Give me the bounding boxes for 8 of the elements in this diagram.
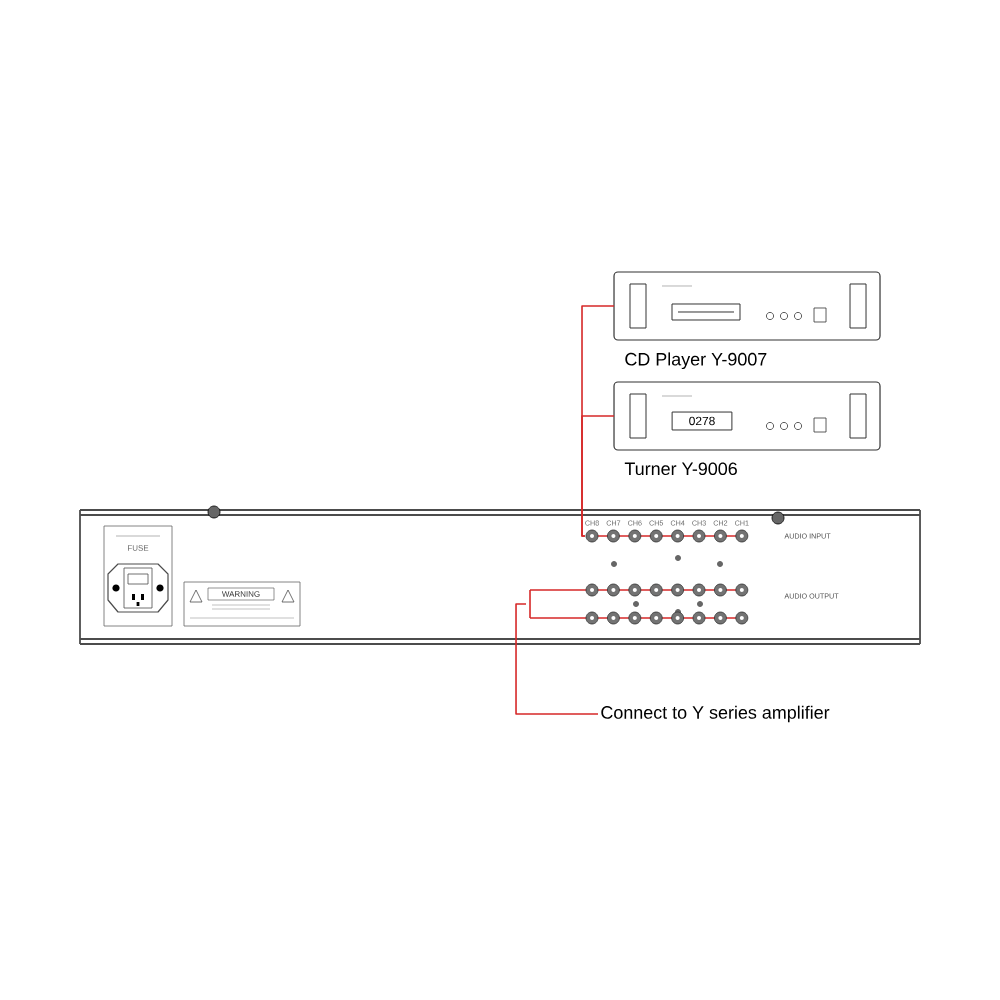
node-label: CD Player Y-9007 xyxy=(625,352,767,370)
jack-row xyxy=(529,583,749,625)
jack-row xyxy=(585,529,749,543)
cable xyxy=(515,603,599,715)
device-drawing: CD Player Y-9007 xyxy=(613,271,881,370)
cable xyxy=(581,415,615,537)
node-text: Connect to Y series amplifier xyxy=(601,705,830,723)
node-label: Turner Y-9006 xyxy=(624,462,737,476)
